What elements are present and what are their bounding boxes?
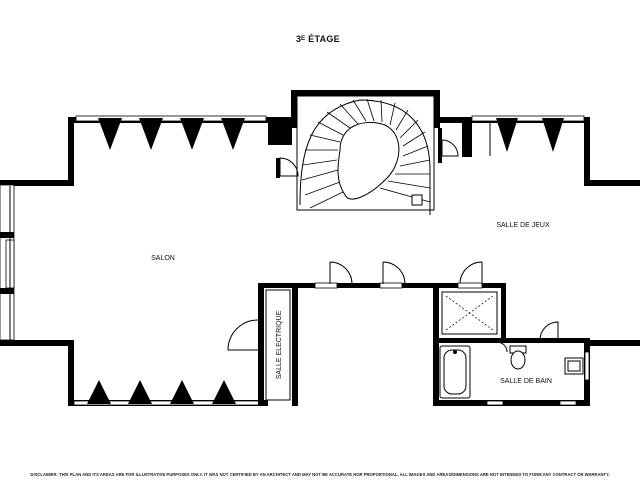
salon-bottom-windows (73, 380, 263, 406)
bath-windows (486, 351, 590, 406)
shower (441, 291, 498, 335)
room-label-salle-de-bain: SALLE DE BAIN (500, 378, 552, 385)
room-label-salle-de-jeux: SALLE DE JEUX (496, 222, 550, 229)
jeux-top-windows (471, 115, 585, 156)
spiral-staircase (296, 95, 435, 215)
electrical-door (227, 289, 291, 401)
bath-fixtures (439, 321, 584, 399)
left-windows (0, 184, 15, 341)
room-label-salon: SALON (151, 255, 175, 262)
hallway-doors (314, 261, 483, 289)
stair-doors (276, 128, 459, 178)
room-label-salle-electrique: SALLE ELECTRIQUE (276, 310, 283, 379)
salon-top-windows (75, 115, 267, 150)
floor-title: 3ᴱ ÉTAGE (296, 34, 340, 44)
interior-walls (258, 283, 590, 406)
disclaimer-text: DISCLAIMER: THIS PLAN AND ITS AREAS ARE … (30, 472, 609, 477)
